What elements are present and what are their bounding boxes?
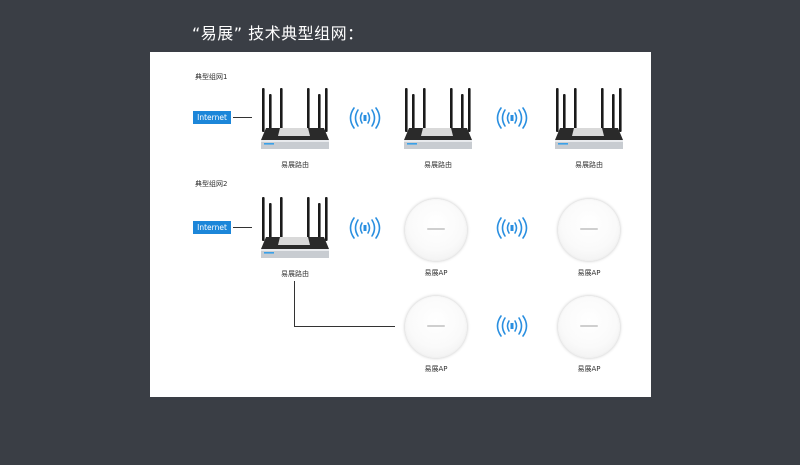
- router-icon: [404, 88, 472, 149]
- wireless-signal-icon: [349, 217, 381, 239]
- ceiling-ap-icon: [558, 199, 620, 261]
- ceiling-ap-icon: [405, 296, 467, 358]
- wireless-signal-3: [348, 217, 382, 243]
- ceiling-ap-icon: [405, 199, 467, 261]
- page-title: “易展” 技术典型组网：: [192, 24, 364, 43]
- router-icon: [555, 88, 623, 149]
- internet-badge-1: Internet: [193, 111, 231, 124]
- ap-4-caption: 易展AP: [577, 365, 601, 373]
- wireless-signal-icon: [496, 315, 528, 337]
- router-4: [260, 195, 330, 269]
- ap-1-caption: 易展AP: [424, 269, 448, 277]
- internet-badge-2: Internet: [193, 221, 231, 234]
- wireless-signal-2: [495, 107, 529, 133]
- router-2-caption: 易展路由: [424, 161, 452, 169]
- ceiling-ap-icon: [558, 296, 620, 358]
- wireless-signal-1: [348, 107, 382, 133]
- router-3-caption: 易展路由: [575, 161, 603, 169]
- router-1-caption: 易展路由: [281, 161, 309, 169]
- wired-link-vertical: [294, 281, 295, 326]
- connector-line: [233, 117, 252, 118]
- section-2-label: 典型组网2: [195, 180, 228, 188]
- wireless-signal-icon: [496, 107, 528, 129]
- wireless-signal-4: [495, 217, 529, 243]
- wired-link-horizontal: [294, 326, 395, 327]
- wireless-signal-icon: [349, 107, 381, 129]
- router-3: [554, 86, 624, 160]
- router-icon: [261, 88, 329, 149]
- wireless-signal-icon: [496, 217, 528, 239]
- router-1: [260, 86, 330, 160]
- ap-2-caption: 易展AP: [577, 269, 601, 277]
- router-2: [403, 86, 473, 160]
- wireless-signal-5: [495, 315, 529, 341]
- section-1-label: 典型组网1: [195, 73, 228, 81]
- ap-3-caption: 易展AP: [424, 365, 448, 373]
- router-4-caption: 易展路由: [281, 270, 309, 278]
- diagram-panel: 典型组网1 Internet 易展路由: [150, 52, 651, 397]
- router-icon: [261, 197, 329, 258]
- connector-line: [233, 227, 252, 228]
